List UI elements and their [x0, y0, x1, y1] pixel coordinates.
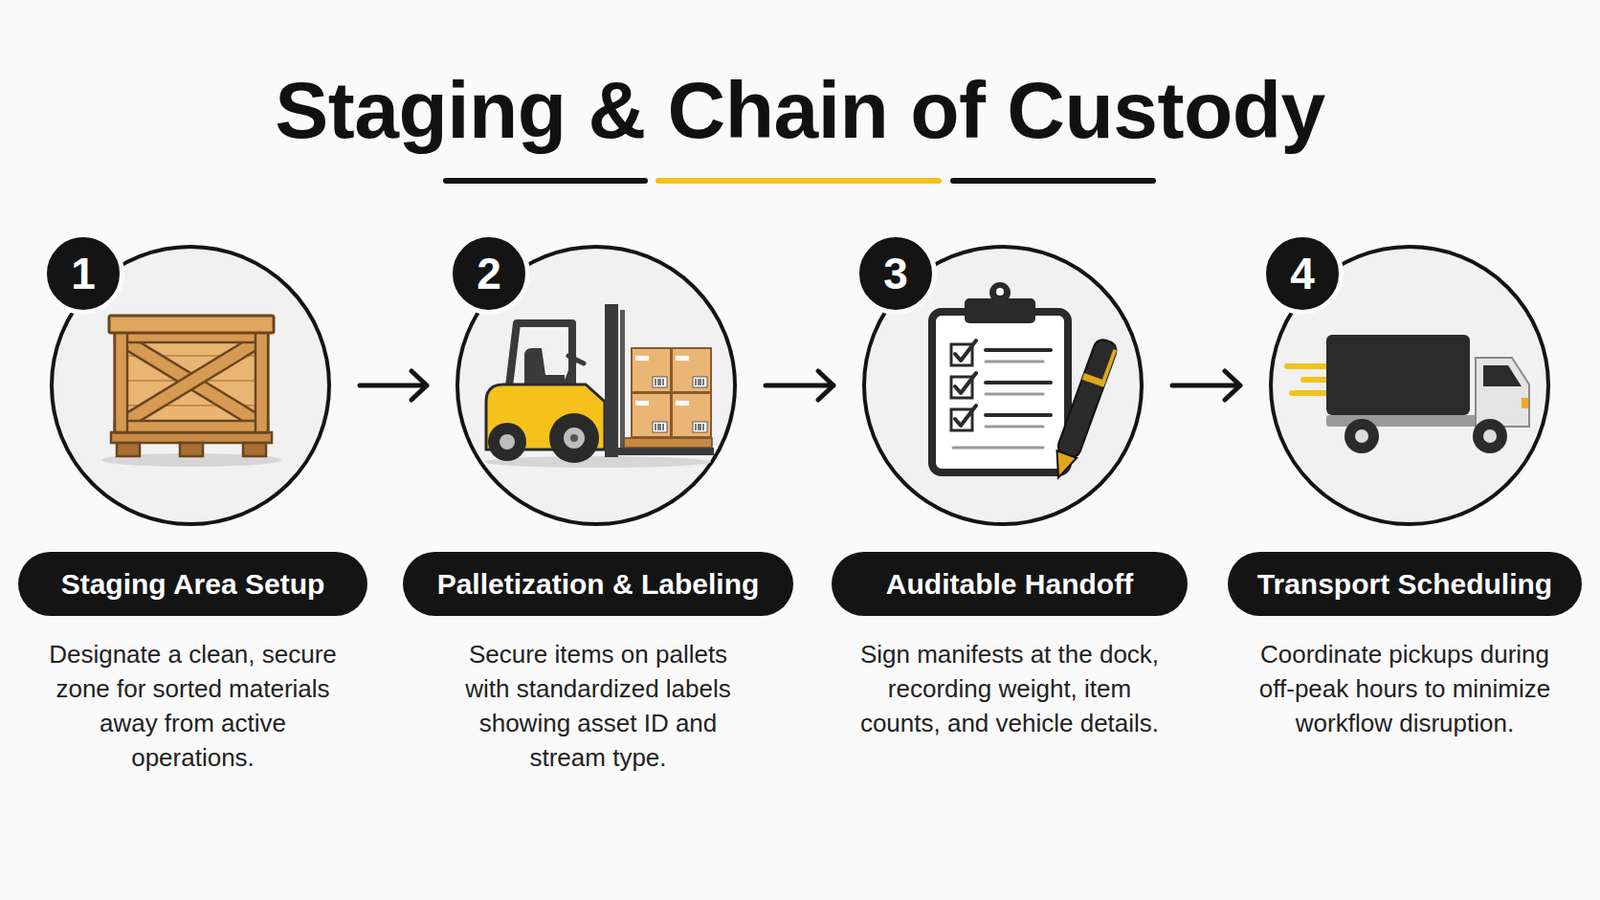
underline-segment: [953, 177, 1154, 184]
step-heading: Transport Scheduling: [1227, 552, 1582, 617]
step-description: Sign manifests at the dock, recording we…: [846, 637, 1173, 741]
step-label-pill: Palletization & LabelingSecure items on …: [402, 552, 794, 617]
flow-arrow: [1172, 371, 1241, 400]
step-label-pill: Staging Area SetupDesignate a clean, sec…: [18, 552, 368, 617]
title-underline: [445, 180, 1154, 182]
underline-segment: [445, 177, 645, 184]
step-label-pill: Transport SchedulingCoordinate pickups d…: [1227, 552, 1582, 617]
diagram-title: Staging & Chain of Custody: [0, 69, 1600, 151]
flow-arrow: [359, 371, 427, 400]
step-circle: 1: [49, 244, 332, 527]
step-description: Designate a clean, secure zone for sorte…: [40, 637, 347, 776]
step-heading: Staging Area Setup: [18, 552, 368, 617]
flow-arrow: [765, 371, 834, 400]
step-description: Coordinate pickups during off-peak hours…: [1246, 637, 1563, 741]
step-number-badge: 2: [447, 232, 531, 315]
step-description: Secure items on pallets with standardize…: [449, 637, 747, 776]
underline-segment: [658, 177, 939, 184]
step-heading: Palletization & Labeling: [402, 552, 794, 617]
step-number-badge: 4: [1261, 232, 1344, 315]
step-circle: 4: [1268, 244, 1551, 527]
step-label-pill: Auditable HandoffSign manifests at the d…: [831, 552, 1188, 617]
step-number-badge: 3: [854, 232, 937, 315]
step-number-badge: 1: [42, 232, 125, 315]
step-circle: 3: [862, 244, 1144, 527]
step-circle: 2: [455, 244, 737, 527]
step-heading: Auditable Handoff: [831, 552, 1188, 617]
